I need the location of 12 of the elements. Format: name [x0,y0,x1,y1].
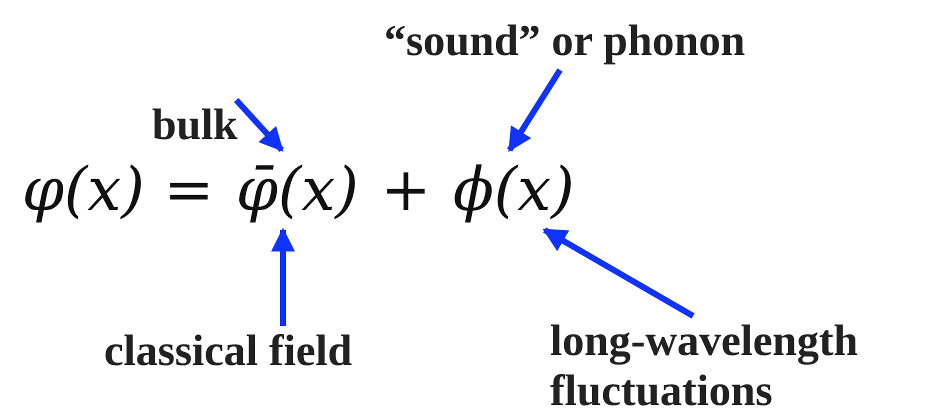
annotation-text: “sound” or phonon [384,16,746,66]
equation-term: φ̄(x) [236,150,359,230]
arrow [542,227,695,319]
annotation-text: classical field [104,326,352,376]
annotation-text: long-wavelength fluctuations [550,316,920,414]
arrow [271,228,295,326]
equation-term: ϕ(x) [452,150,575,230]
annotation-text: bulk [152,100,238,150]
arrow [507,68,563,152]
equation-term: φ(x) = [22,154,214,227]
arrow [234,98,284,152]
equation-term: + [380,154,431,227]
